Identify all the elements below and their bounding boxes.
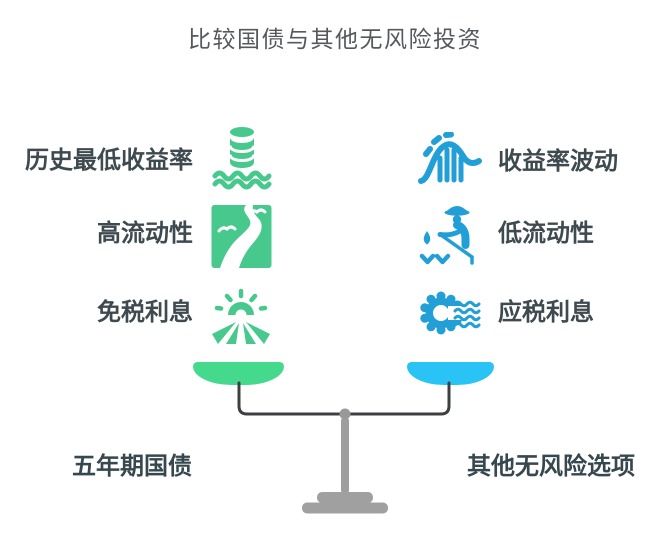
- sunrise-field-icon: [212, 288, 270, 344]
- gear-waves-icon: [420, 291, 481, 335]
- winding-river-icon: [211, 205, 272, 268]
- scale-base-lower: [302, 502, 388, 514]
- rollercoaster-icon: [418, 131, 482, 184]
- feature-label: 应税利息: [498, 299, 594, 326]
- scale-base-upper: [317, 492, 373, 503]
- pivot-circle: [339, 408, 351, 420]
- feature-label: 低流动性: [498, 220, 594, 247]
- fisherman-icon: [419, 206, 474, 265]
- feature-label: 高流动性: [97, 220, 193, 247]
- scale-pole: [341, 418, 349, 493]
- right-side-label: 其他无风险选项: [467, 453, 635, 480]
- right-scale-pan: [407, 362, 494, 385]
- money-stack-waves-icon: [212, 127, 272, 190]
- left-scale-pan: [193, 362, 284, 385]
- left-side-label: 五年期国债: [72, 453, 192, 480]
- feature-label: 历史最低收益率: [25, 147, 193, 174]
- feature-label: 收益率波动: [498, 148, 618, 175]
- balance-scale-stand: [237, 381, 451, 514]
- page-title: 比较国债与其他无风险投资: [188, 26, 482, 52]
- feature-label: 免税利息: [97, 299, 193, 326]
